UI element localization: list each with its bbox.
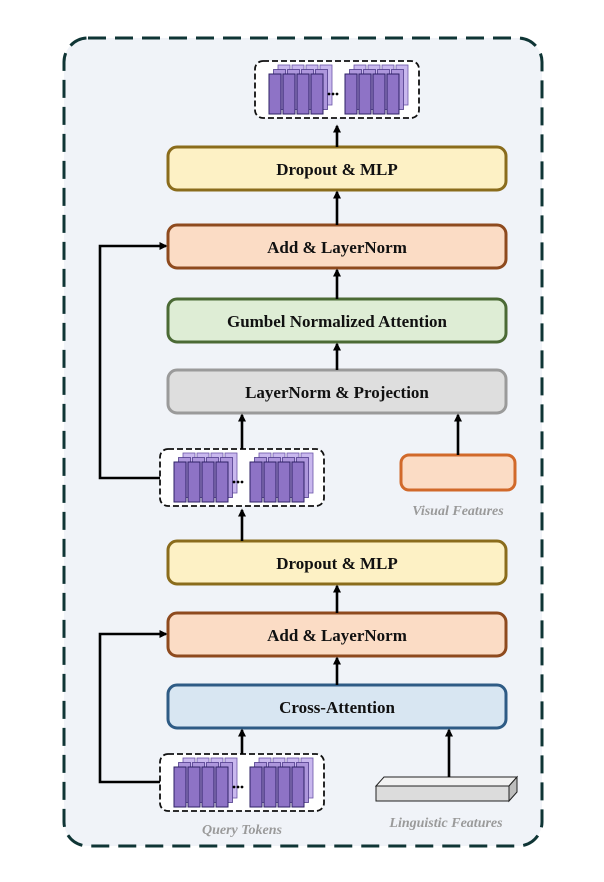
residual-arrow-bottom — [98, 630, 168, 784]
token — [386, 73, 400, 115]
ellipsis-dot — [327, 92, 331, 96]
token — [249, 766, 263, 808]
dropout-mlp-bottom-label: Dropout & MLP — [276, 554, 398, 573]
add-layernorm-bottom-block: Add & LayerNorm — [166, 611, 508, 658]
add-layernorm-top-label: Add & LayerNorm — [267, 238, 407, 257]
ellipsis-dot — [240, 785, 244, 789]
token — [187, 766, 201, 808]
cross-attention-label: Cross-Attention — [279, 698, 395, 717]
token — [263, 461, 277, 503]
token — [268, 73, 282, 115]
linguistic-features-bar — [374, 775, 519, 803]
gumbel-attention-block: Gumbel Normalized Attention — [166, 297, 508, 344]
gumbel-attention-label: Gumbel Normalized Attention — [227, 312, 448, 331]
residual-arrow-top — [98, 242, 168, 480]
visual-features-caption: Visual Features — [412, 504, 504, 519]
ellipsis-dot — [335, 92, 339, 96]
ellipsis-dot — [331, 92, 335, 96]
token — [291, 461, 305, 503]
ellipsis-dot — [232, 785, 236, 789]
token — [215, 461, 229, 503]
add-layernorm-top-block: Add & LayerNorm — [166, 223, 508, 270]
cross-attention-block: Cross-Attention — [166, 683, 508, 730]
query-tokens-caption: Query Tokens — [202, 823, 283, 838]
token — [296, 73, 310, 115]
token — [372, 73, 386, 115]
output-token-group — [254, 60, 420, 119]
token — [277, 766, 291, 808]
token — [201, 766, 215, 808]
token — [173, 461, 187, 503]
token — [310, 73, 324, 115]
ellipsis-dot — [236, 480, 240, 484]
linguistic-features-caption: Linguistic Features — [388, 816, 503, 831]
ellipsis-dot — [232, 480, 236, 484]
visual-features-block — [399, 453, 517, 492]
token — [263, 766, 277, 808]
dropout-mlp-top-block: Dropout & MLP — [166, 145, 508, 192]
token — [344, 73, 358, 115]
ellipsis-dot — [236, 785, 240, 789]
token — [187, 461, 201, 503]
token — [249, 461, 263, 503]
token — [173, 766, 187, 808]
dropout-mlp-bottom-block: Dropout & MLP — [166, 539, 508, 586]
dropout-mlp-top-label: Dropout & MLP — [276, 160, 398, 179]
add-layernorm-bottom-label: Add & LayerNorm — [267, 626, 407, 645]
token — [215, 766, 229, 808]
layernorm-projection-block: LayerNorm & Projection — [166, 368, 508, 415]
query-token-group — [159, 753, 325, 812]
ellipsis-dot — [240, 480, 244, 484]
token — [282, 73, 296, 115]
token — [201, 461, 215, 503]
token — [277, 461, 291, 503]
intermediate-token-group — [159, 448, 325, 507]
token — [291, 766, 305, 808]
layernorm-projection-label: LayerNorm & Projection — [245, 383, 429, 402]
token — [358, 73, 372, 115]
